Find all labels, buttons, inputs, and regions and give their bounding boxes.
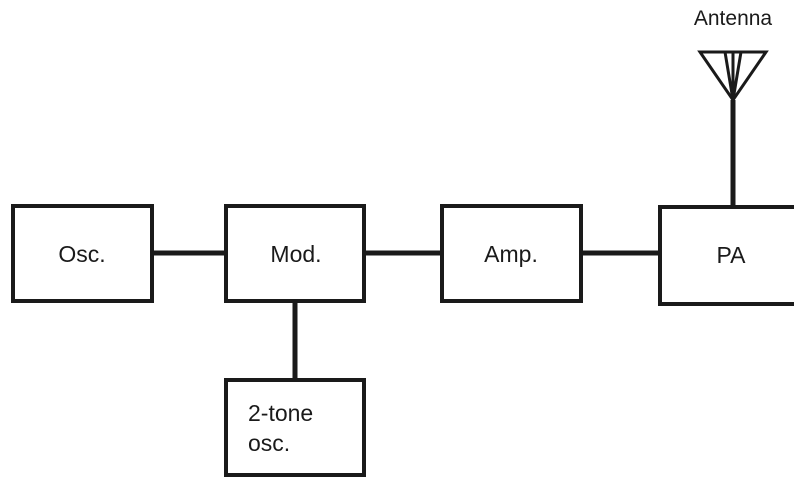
modulator-block: Mod. <box>224 204 366 303</box>
oscillator-block: Osc. <box>11 204 154 303</box>
antenna-icon <box>697 50 769 103</box>
antenna-label: Antenna <box>694 7 773 30</box>
power-amplifier-label: PA <box>717 242 747 268</box>
power-amplifier-block: PA <box>658 205 794 306</box>
two-tone-oscillator-label-line2: osc. <box>248 430 290 456</box>
two-tone-oscillator-block: 2-tone osc. <box>224 378 366 477</box>
oscillator-label: Osc. <box>58 241 105 267</box>
two-tone-oscillator-label-line1: 2-tone <box>248 400 313 426</box>
modulator-label: Mod. <box>270 241 321 267</box>
amplifier-label: Amp. <box>484 241 538 267</box>
amplifier-block: Amp. <box>440 204 583 303</box>
